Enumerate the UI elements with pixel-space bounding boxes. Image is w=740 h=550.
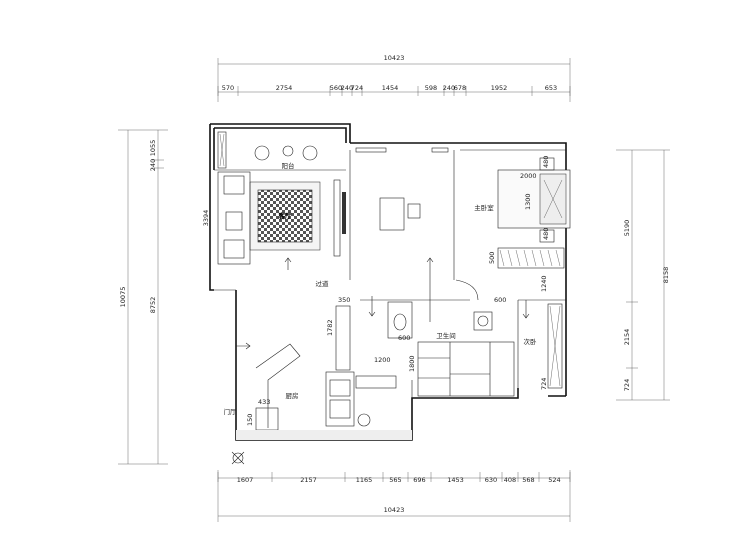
bottom-dim-segment-label: 1607 [237,476,254,484]
right-dim-5190: 5190 [623,220,631,237]
master-dim-2000: 2000 [520,172,537,180]
kitchen: 350 1782 厨房 1200 [255,296,397,428]
top-dim-segment-label: 240 [341,84,353,92]
bottom-dim-segment-label: 565 [389,476,401,484]
right-dim-724: 724 [623,379,631,391]
right-dimension-chain: 5190 2154 724 8158 [616,149,670,401]
living-room-label: 客厅 [278,211,293,220]
top-dim-segment-label: 240 [443,84,455,92]
left-dimension-chain: 10075 1055 240 8752 [118,129,168,465]
bottom-dim-segment-label: 630 [485,476,497,484]
bottom-dim-segment-label: 568 [522,476,534,484]
master-dim-500: 500 [488,252,496,264]
top-dim-segment-label: 570 [222,84,234,92]
master-bedroom: 主卧室 2000 1300 480 480 500 1240 [460,149,571,292]
outer-walls [209,123,567,441]
bottom-dim-segment-label: 1453 [447,476,464,484]
entrance-dim-433: 433 [258,398,270,406]
balcony-label: 阳台 [282,161,295,170]
entrance-label: 门厅 [224,407,238,416]
second-dim-724: 724 [540,378,548,390]
bathroom: 卫生间 600 1800 [360,279,515,397]
top-dim-segment-label: 2754 [276,84,293,92]
bath-dim-600: 600 [398,334,410,342]
left-total-dim: 10075 [119,287,127,308]
second-dim-600: 600 [494,296,506,304]
left-dim-240: 240 [149,159,157,171]
master-bedroom-label: 主卧室 [474,203,494,212]
bottom-dim-segment-label: 2157 [300,476,317,484]
second-bedroom: 次卧 600 724 [494,296,566,398]
top-total-dim: 10423 [384,54,405,62]
master-dim-480b: 480 [542,228,550,240]
top-dim-segment-label: 1454 [382,84,399,92]
master-dim-1300: 1300 [524,193,532,210]
bottom-total-dim: 10423 [384,506,405,514]
second-bedroom-label: 次卧 [524,337,538,346]
living-inner-dim: 3394 [202,210,210,227]
bottom-dim-segment-label: 408 [504,476,516,484]
bottom-dim-segment-label: 1165 [356,476,373,484]
right-total-dim: 8158 [662,267,670,284]
entrance-dim-150: 150 [246,414,254,426]
kitchen-dim-1782: 1782 [326,319,334,336]
top-dim-segment-label: 1952 [491,84,508,92]
kitchen-dim-1200: 1200 [374,356,391,364]
master-dim-1240: 1240 [540,275,548,292]
top-dim-segment-label: 598 [425,84,437,92]
left-dim-1055: 1055 [149,140,157,157]
balcony: 阳台 [214,131,346,171]
bath-dim-1800: 1800 [408,355,416,372]
top-dim-segment-label: 560 [330,84,342,92]
bottom-dim-segment-label: 524 [548,476,560,484]
bathroom-label: 卫生间 [436,331,456,340]
corridor-label: 过道 [316,279,330,288]
right-dim-2154: 2154 [623,329,631,346]
entrance: 433 150 门厅 [224,398,412,465]
bottom-dimension-chain: 10423 1607 2157 1165 565 696 1453 630 408 568 524 [217,470,571,522]
top-dim-segment-label: 678 [454,84,466,92]
kitchen-label: 厨房 [286,391,299,400]
top-dim-segment-label: 653 [545,84,557,92]
left-dim-8752: 8752 [149,297,157,314]
master-dim-480a: 480 [542,156,550,168]
living-room: 客厅 3394 过道 [202,171,346,288]
kitchen-dim-350: 350 [338,296,350,304]
top-dim-segment-label: 724 [351,84,363,92]
circulation-arrows [236,257,530,350]
dining-area [349,147,455,280]
bottom-dim-segment-label: 696 [413,476,425,484]
